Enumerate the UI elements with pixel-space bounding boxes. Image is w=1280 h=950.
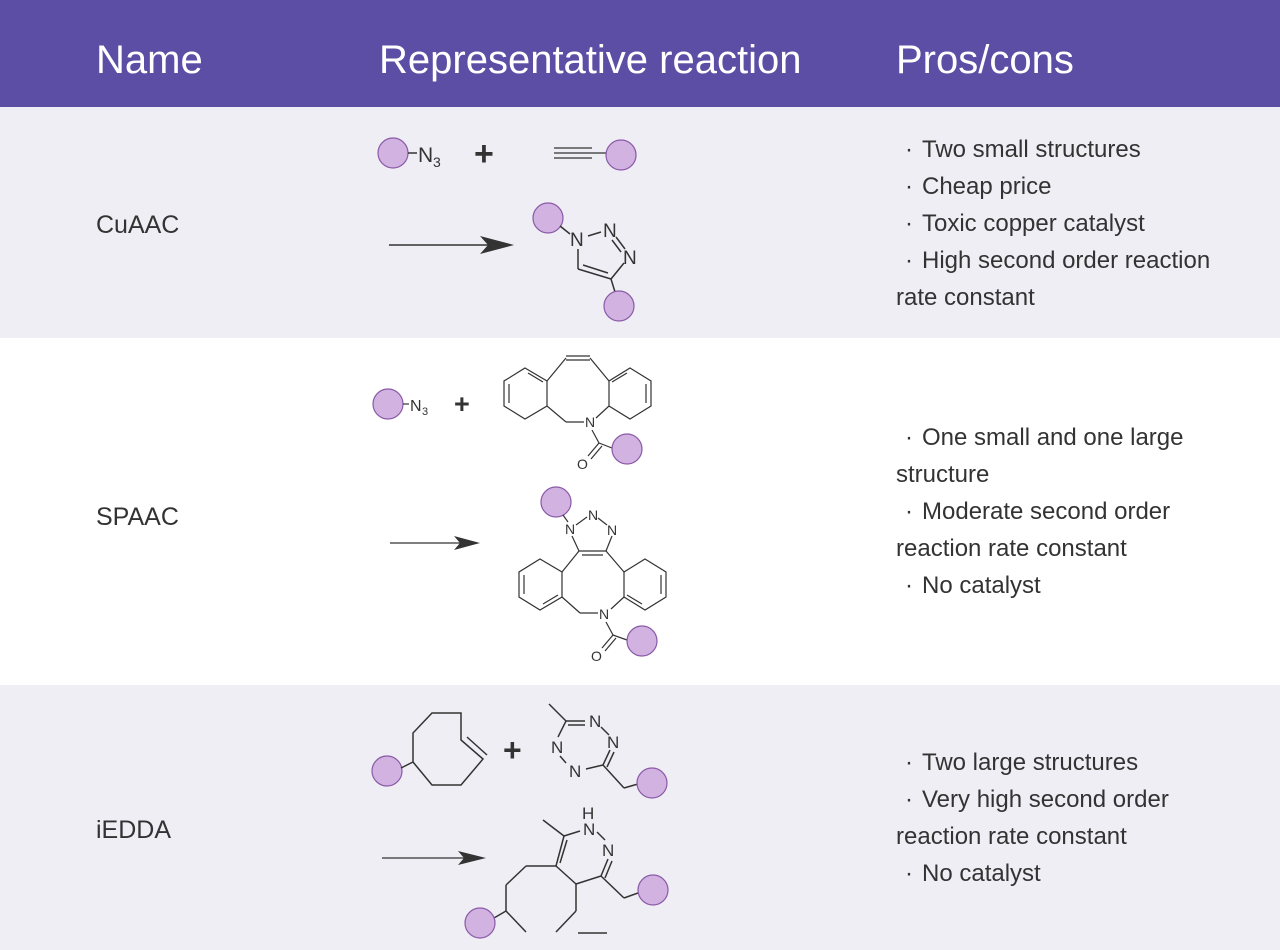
pros-cons-list: ·Two large structures ·Very high second …	[896, 744, 1246, 892]
list-item: ·No catalyst	[905, 860, 1041, 887]
substituent-ball	[372, 388, 404, 420]
list-item: ·Moderate second order reaction rate con…	[896, 498, 1171, 562]
triazole-n3: N	[623, 248, 637, 269]
tetrazine-n1: N	[589, 712, 601, 731]
reaction-diagram-iedda: + N N N N H N N	[371, 703, 669, 939]
azide-subscript: 3	[422, 406, 428, 418]
triazole-n1: N	[570, 230, 584, 251]
azide-subscript: 3	[433, 154, 441, 170]
header-pros-cons: Pros/cons	[896, 38, 1074, 82]
header-name: Name	[96, 38, 203, 82]
product-h: H	[582, 804, 594, 823]
plus-sign: +	[454, 389, 470, 419]
product-n2: N	[588, 507, 598, 523]
product-n2: N	[602, 841, 614, 860]
substituent-ball	[626, 625, 658, 657]
list-item: ·Very high second order reaction rate co…	[896, 786, 1169, 850]
azide-label: N	[410, 398, 422, 415]
row-name: SPAAC	[96, 503, 179, 531]
substituent-ball	[603, 290, 635, 322]
substituent-ball	[540, 486, 572, 518]
substituent-ball	[532, 202, 564, 234]
list-item: ·Two large structures	[905, 749, 1139, 776]
product-amide-o: O	[591, 648, 602, 664]
list-item: ·No catalyst	[905, 572, 1041, 599]
substituent-ball	[637, 874, 669, 906]
list-item: ·High second order reaction rate constan…	[896, 247, 1211, 311]
substituent-ball	[611, 433, 643, 465]
plus-sign: +	[503, 732, 522, 768]
tetrazine-n2: N	[607, 733, 619, 752]
amide-o: O	[577, 456, 588, 472]
reaction-diagram-spaac: N 3 + N O	[372, 355, 667, 664]
list-item: ·One small and one large structure	[896, 424, 1184, 488]
substituent-ball	[605, 139, 637, 171]
table-header: Name Representative reaction Pros/cons	[0, 0, 1280, 107]
azide-label: N	[418, 144, 433, 167]
product-n3: N	[607, 522, 617, 538]
product-n1: N	[583, 820, 595, 839]
table-row-spaac: SPAAC N 3 + N O	[0, 338, 1280, 685]
row-name: CuAAC	[96, 211, 180, 239]
product-amide-n: N	[599, 606, 609, 622]
substituent-ball	[371, 755, 403, 787]
list-item: ·Two small structures	[905, 136, 1141, 163]
table-row-iedda: iEDDA + N N N N	[0, 685, 1280, 950]
list-item: ·Toxic copper catalyst	[905, 210, 1145, 237]
triazole-n2: N	[603, 221, 617, 242]
list-item: ·Cheap price	[905, 173, 1052, 200]
tetrazine-n4: N	[551, 738, 563, 757]
substituent-ball	[636, 767, 668, 799]
header-reaction: Representative reaction	[379, 38, 802, 82]
pros-cons-list: ·One small and one large structure ·Mode…	[896, 419, 1246, 604]
plus-sign: +	[474, 135, 494, 173]
product-n1: N	[565, 521, 575, 537]
tetrazine-n3: N	[569, 762, 581, 781]
amide-n: N	[585, 414, 595, 430]
substituent-ball	[464, 907, 496, 939]
pros-cons-list: ·Two small structures ·Cheap price ·Toxi…	[896, 131, 1246, 316]
substituent-ball	[377, 137, 409, 169]
row-name: iEDDA	[96, 816, 172, 844]
table-row-cuaac: CuAAC N 3 + N N N	[0, 107, 1280, 338]
reaction-diagram-cuaac: N 3 + N N N	[377, 135, 637, 322]
